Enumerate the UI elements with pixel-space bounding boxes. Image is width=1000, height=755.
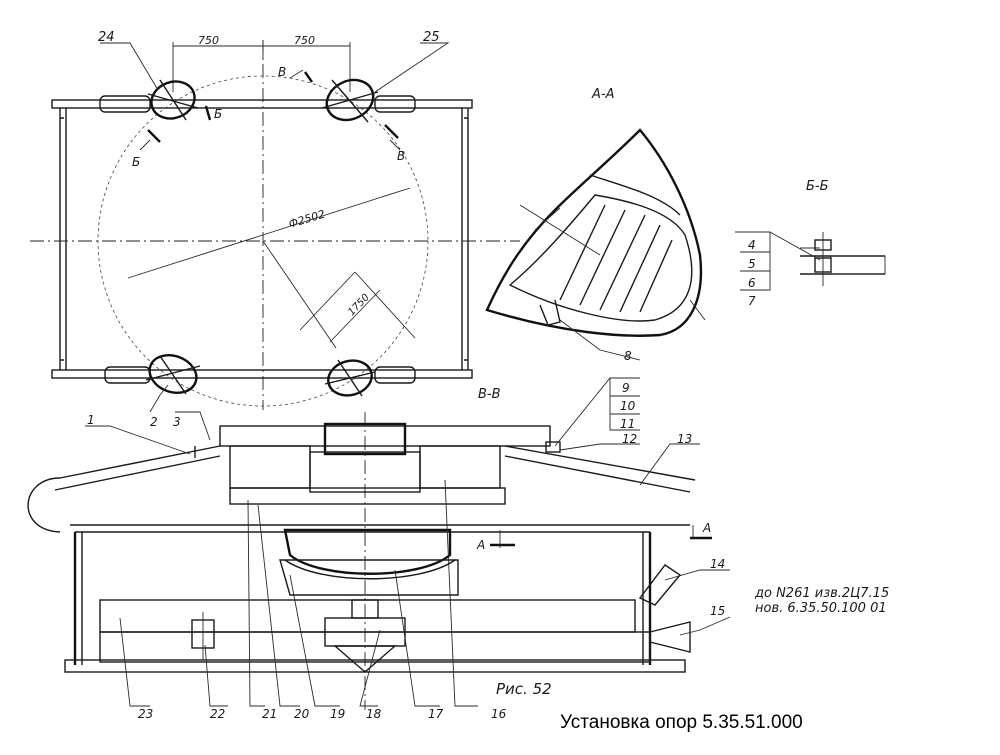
dimension-label: 1750	[346, 292, 372, 318]
figure-label: Рис. 52	[496, 680, 552, 698]
support-2	[145, 353, 201, 395]
part-label: 17	[428, 707, 444, 721]
cut-label: В	[397, 149, 405, 163]
part-label: 4	[748, 238, 756, 252]
part-label: 15	[710, 604, 725, 618]
part-label: 19	[330, 707, 345, 721]
part-label: 1	[87, 413, 95, 427]
part-label: 20	[294, 707, 310, 721]
part-label: 6	[748, 276, 756, 290]
part-label: 24	[98, 30, 115, 45]
drawing-caption: Установка опор 5.35.51.000	[560, 712, 803, 733]
support-bottom-right	[324, 359, 376, 397]
dimension-label: 750	[198, 34, 219, 47]
view-title: А-А	[591, 87, 614, 102]
part-label: 22	[210, 707, 225, 721]
plan-view	[30, 40, 520, 410]
view-title: В-В	[478, 387, 501, 402]
part-label: 2	[150, 415, 158, 429]
part-label: 16	[491, 707, 507, 721]
view-title: Б-Б	[806, 179, 829, 194]
cut-label: А	[476, 538, 485, 552]
part-label: 10	[620, 399, 636, 413]
cut-label: А	[702, 521, 711, 535]
dimension-label: Ф2502	[287, 207, 327, 230]
part-label: 11	[620, 417, 635, 431]
revision-note-line2: нов. 6.35.50.100 01	[755, 601, 887, 616]
part-label: 7	[748, 294, 756, 308]
part-label: 5	[748, 257, 756, 271]
revision-note-line1: до N261 изв.2Ц7.15	[754, 586, 889, 601]
cut-label: Б	[132, 155, 140, 169]
part-label: 14	[710, 557, 725, 571]
support-25	[321, 78, 379, 123]
section-bb	[800, 232, 886, 286]
part-label: 13	[677, 432, 692, 446]
part-label: 18	[366, 707, 382, 721]
part-label: 3	[173, 415, 181, 429]
section-aa	[485, 128, 706, 337]
cut-label: Б	[214, 107, 222, 121]
dimension-label: 750	[294, 34, 315, 47]
section-vv	[27, 412, 712, 710]
support-24	[147, 79, 199, 121]
part-label: 8	[624, 349, 632, 363]
part-label: 25	[423, 30, 440, 45]
part-label: 12	[622, 432, 637, 446]
part-label: 9	[622, 381, 630, 395]
part-label: 23	[138, 707, 153, 721]
leader-lines	[85, 42, 821, 707]
part-label: 21	[262, 707, 277, 721]
cut-label: В	[278, 65, 286, 79]
labels: 24 25 750 750 Ф2502 1750 Б Б В В А-А Б-Б…	[87, 30, 889, 721]
